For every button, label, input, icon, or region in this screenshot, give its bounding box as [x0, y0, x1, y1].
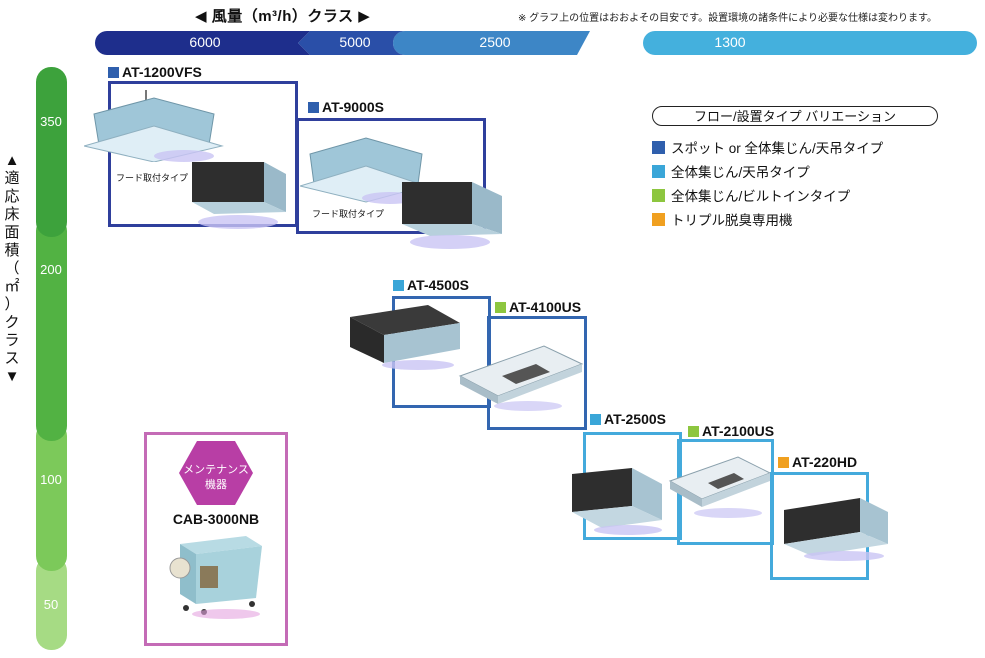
ceiling-unit-image — [350, 305, 460, 370]
type-swatch — [688, 425, 699, 437]
product-label-at-4100us: AT-4100US — [495, 299, 581, 315]
legend-item-spot-ceiling: スポット or 全体集じん/天吊タイプ — [652, 137, 883, 157]
legend-label: 全体集じん/ビルトインタイプ — [671, 189, 851, 204]
airflow-class-title: ◀ 風量（m³/h）クラス ▶ — [195, 8, 371, 25]
airflow-band-bar — [95, 31, 977, 55]
hood-note-at-1200vfs: フード取付タイプ — [116, 173, 189, 183]
legend-swatch — [652, 164, 665, 178]
hood-note-at-9000s: フード取付タイプ — [312, 209, 385, 219]
maintenance-model-name: CAB-3000NB — [172, 511, 260, 527]
position-note: ※ グラフ上の位置はおおよその目安です。設置環境の諸条件により必要な仕様は変わり… — [518, 13, 937, 24]
airflow-band-2500 — [393, 31, 590, 55]
airflow-band-label-5000: 5000 — [339, 34, 371, 50]
airflow-band-6000 — [95, 31, 310, 55]
legend-label: トリプル脱臭専用機 — [671, 213, 793, 228]
model-name: AT-220HD — [792, 454, 858, 470]
model-name: AT-2100US — [702, 423, 775, 439]
model-name: AT-9000S — [322, 99, 384, 115]
area-tick-350: 350 — [40, 114, 62, 129]
product-label-at-2500s: AT-2500S — [590, 411, 666, 427]
legend-swatch — [652, 188, 665, 202]
hood-unit-image — [84, 90, 224, 162]
ceiling-unit-image — [192, 162, 286, 229]
maintenance-box — [144, 432, 288, 646]
product-label-at-4500s: AT-4500S — [393, 277, 469, 293]
legend-title: フロー/設置タイプ バリエーション — [652, 106, 938, 126]
deodorizer-unit-image — [784, 498, 888, 561]
legend-label: スポット or 全体集じん/天吊タイプ — [671, 141, 884, 156]
product-label-at-2100us: AT-2100US — [688, 423, 774, 439]
model-name: AT-2500S — [604, 411, 666, 427]
type-swatch — [308, 101, 319, 113]
area-tick-50: 50 — [43, 597, 59, 612]
maintenance-badge-hexagon — [179, 441, 253, 505]
hood-unit-image — [300, 137, 428, 204]
product-label-at-9000s: AT-9000S — [308, 99, 384, 115]
cart-unit-image — [169, 536, 262, 619]
type-swatch — [778, 456, 789, 468]
legend-label: 全体集じん/天吊タイプ — [671, 165, 810, 180]
area-tick-200: 200 — [40, 262, 62, 277]
area-band-200 — [36, 216, 67, 441]
maintenance-badge-line2: 機器 — [205, 479, 227, 491]
legend-item-deodorizer: トリプル脱臭専用機 — [652, 209, 793, 229]
airflow-band-label-2500: 2500 — [479, 34, 511, 50]
area-class-title: ▲適応床面積（㎡）クラス▼ — [4, 152, 20, 385]
airflow-band-5000 — [298, 31, 405, 55]
airflow-band-label-6000: 6000 — [189, 34, 221, 50]
type-swatch — [393, 279, 404, 291]
product-label-at-220hd: AT-220HD — [778, 454, 857, 470]
area-band-100 — [36, 421, 67, 571]
product-box-at-9000s — [296, 118, 486, 234]
model-name: AT-4500S — [407, 277, 469, 293]
area-class-bar — [36, 67, 67, 650]
ceiling-unit-image — [572, 468, 662, 535]
ceiling-unit-image — [402, 182, 502, 249]
area-band-350 — [36, 67, 67, 237]
type-swatch — [108, 66, 119, 78]
cassette-unit-image — [458, 345, 584, 411]
type-swatch — [495, 301, 506, 313]
legend-swatch — [652, 140, 665, 154]
maintenance-badge-line1: メンテナンス — [183, 464, 249, 476]
legend-item-builtin: 全体集じん/ビルトインタイプ — [652, 185, 850, 205]
airflow-band-label-1300: 1300 — [714, 34, 746, 50]
type-swatch — [590, 413, 601, 425]
model-name: AT-1200VFS — [122, 64, 202, 80]
area-band-50 — [36, 556, 67, 650]
area-tick-100: 100 — [40, 472, 62, 487]
airflow-band-1300 — [643, 31, 977, 55]
cassette-unit-image — [668, 456, 772, 518]
legend-swatch — [652, 212, 665, 226]
product-label-at-1200vfs: AT-1200VFS — [108, 64, 202, 80]
legend-item-ceiling: 全体集じん/天吊タイプ — [652, 161, 810, 181]
model-name: AT-4100US — [509, 299, 582, 315]
